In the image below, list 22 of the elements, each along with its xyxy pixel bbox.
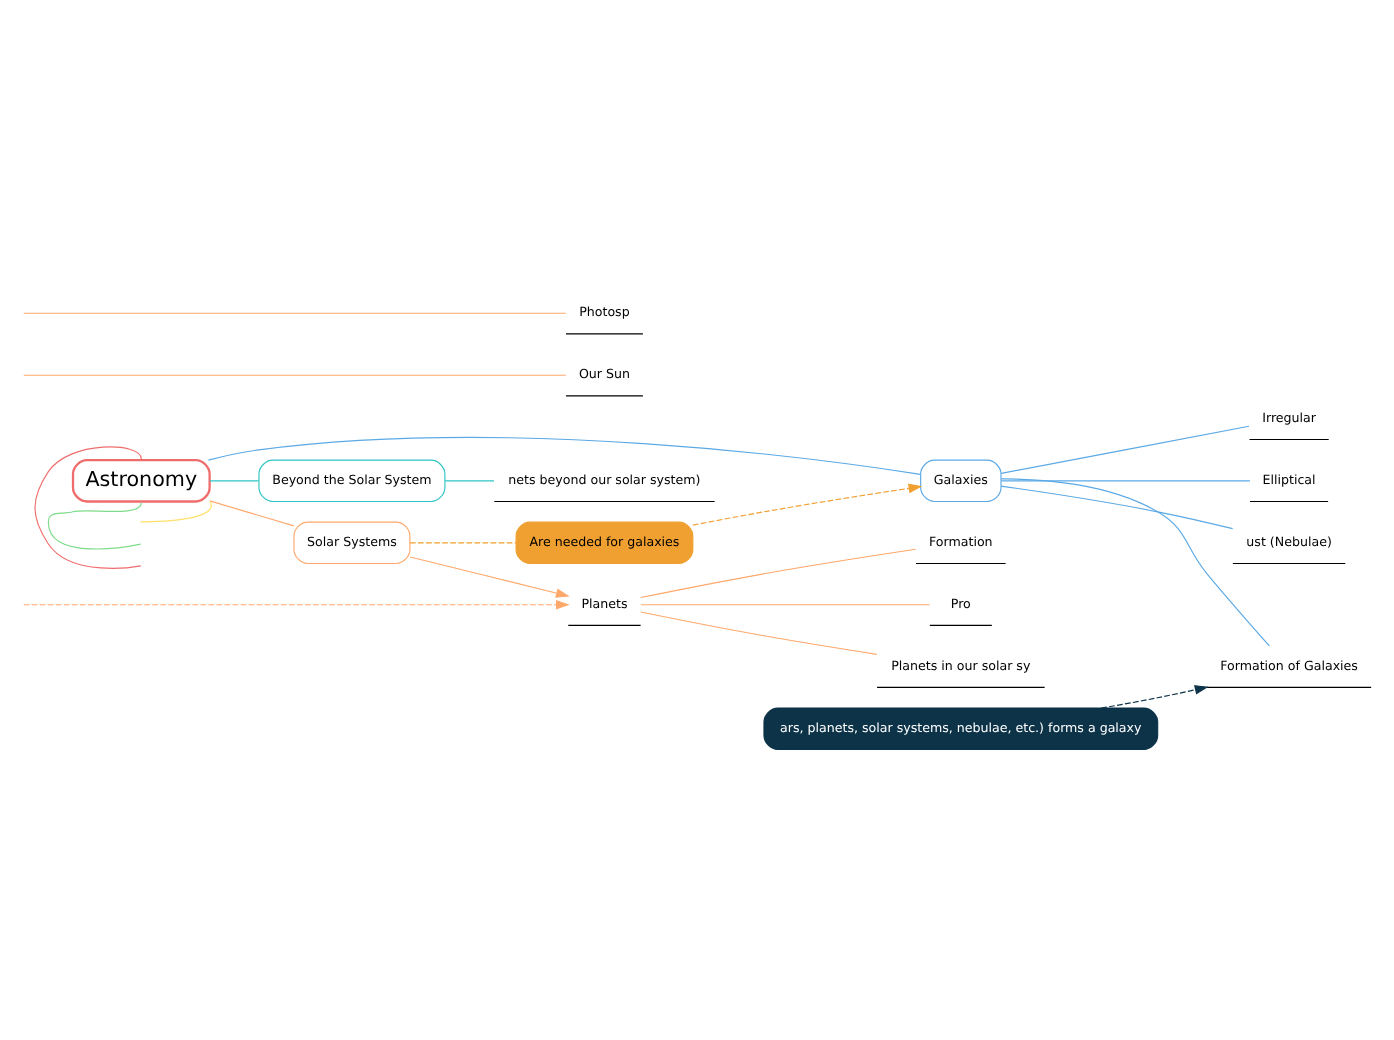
connector (640, 603, 931, 605)
connector (140, 499, 212, 522)
connector (1000, 484, 1234, 529)
connector (1000, 424, 1250, 473)
connector (34, 445, 142, 568)
connector (47, 501, 142, 549)
connector (209, 479, 260, 481)
arrow (692, 482, 923, 525)
connector (640, 547, 917, 598)
connector (640, 610, 878, 654)
connector (23, 373, 567, 375)
connector (444, 479, 495, 481)
connector (207, 435, 921, 474)
connector (409, 541, 517, 543)
arrow (23, 598, 570, 609)
connector (1000, 477, 1270, 646)
connector (23, 311, 567, 313)
arrow (409, 555, 570, 597)
node-box: Astronomy (71, 458, 211, 502)
connector (1000, 479, 1251, 481)
arrow (1100, 684, 1209, 708)
connector (209, 499, 295, 526)
